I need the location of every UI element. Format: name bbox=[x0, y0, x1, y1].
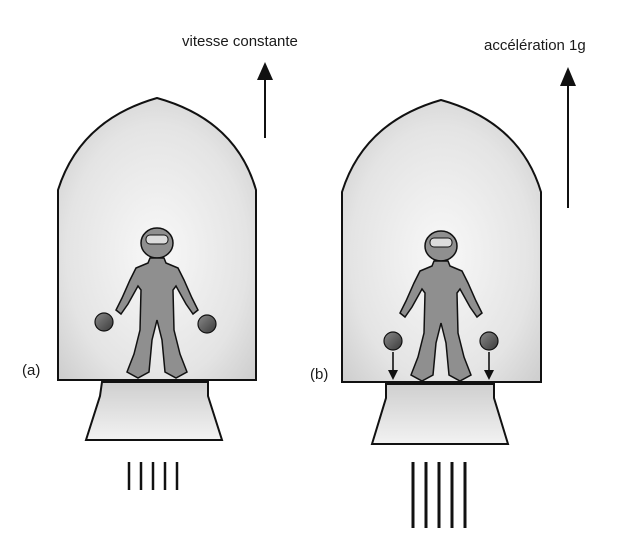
exhaust-lines-icon bbox=[129, 462, 177, 490]
ball-icon bbox=[480, 332, 498, 350]
ball-icon bbox=[198, 315, 216, 333]
ball-icon bbox=[95, 313, 113, 331]
up-arrow-icon bbox=[560, 67, 576, 208]
panel-a bbox=[58, 62, 273, 490]
engine-base-b bbox=[372, 384, 508, 444]
caption-b: accélération 1g bbox=[484, 37, 586, 54]
ball-icon bbox=[384, 332, 402, 350]
panel-label-a: (a) bbox=[22, 362, 40, 379]
up-arrow-icon bbox=[257, 62, 273, 138]
exhaust-lines-icon bbox=[413, 462, 465, 528]
engine-base-a bbox=[86, 382, 222, 440]
caption-a: vitesse constante bbox=[182, 33, 298, 50]
panel-b bbox=[342, 67, 576, 528]
panel-label-b: (b) bbox=[310, 366, 328, 383]
